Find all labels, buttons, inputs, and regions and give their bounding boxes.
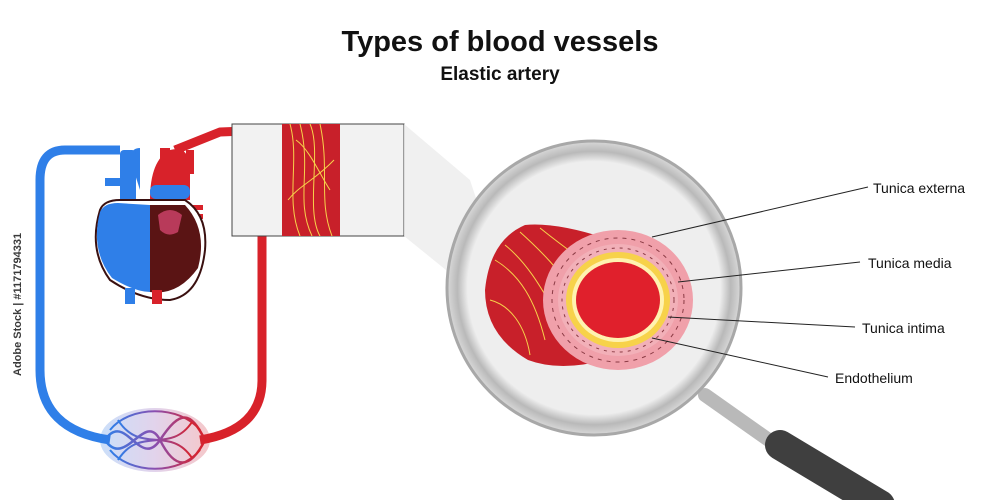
artery-zoom-box xyxy=(231,123,405,237)
leader-tunica-media xyxy=(677,261,861,283)
label-leaders xyxy=(651,186,869,378)
label-endothelium: Endothelium xyxy=(835,370,913,386)
magnifier-handle xyxy=(698,388,895,500)
artery-cross-section xyxy=(485,224,693,370)
superior-vena-cava xyxy=(120,150,136,205)
diagram-title: Types of blood vessels xyxy=(341,26,659,58)
leader-endothelium xyxy=(651,337,829,378)
pulmonary-artery xyxy=(150,185,190,199)
leader-tunica-externa xyxy=(651,186,869,238)
label-tunica-externa: Tunica externa xyxy=(873,180,966,196)
heart-illustration xyxy=(94,145,207,304)
right-heart xyxy=(96,203,150,292)
capillary-bed xyxy=(100,408,210,472)
vein-path xyxy=(35,145,120,445)
diagram-subtitle: Elastic artery xyxy=(440,64,560,85)
lumen xyxy=(576,262,660,338)
label-tunica-intima: Tunica intima xyxy=(862,320,945,336)
leader-tunica-intima xyxy=(667,316,856,328)
label-tunica-media: Tunica media xyxy=(868,255,952,271)
